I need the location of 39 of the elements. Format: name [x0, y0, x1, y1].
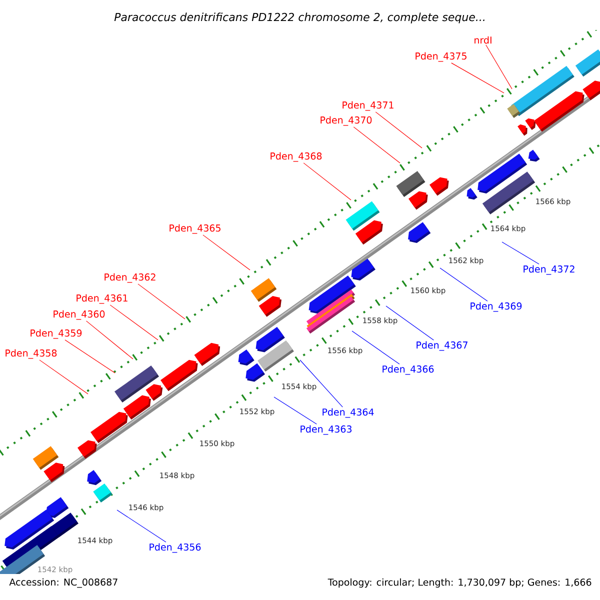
footer-text: Topology: circular; Length: 1,730,097 bp; Genes: 1,666: [328, 578, 592, 588]
gene-label: Pden_4368: [270, 152, 322, 162]
leader-line: [353, 126, 400, 164]
gene-label: Pden_4361: [76, 294, 128, 304]
leader-line: [486, 44, 512, 90]
leader-line: [86, 320, 134, 360]
gene-label: Pden_4358: [6, 349, 57, 359]
gene-label: Pden_4364: [322, 408, 374, 418]
gene-label: Pden_4363: [300, 425, 352, 435]
leader-line: [138, 284, 186, 320]
leader-line: [110, 304, 158, 340]
gene-label: Pden_4360: [54, 310, 105, 320]
leader-line: [202, 234, 250, 270]
leader-line: [300, 360, 343, 408]
gene-label: Pden_4370: [320, 116, 372, 126]
gene-label: Pden_4362: [104, 273, 156, 283]
title: Paracoccus denitrificans PD1222 chromosome 2, complete seque...: [114, 12, 484, 24]
leader-line: [116, 510, 166, 542]
leader-line: [386, 306, 434, 340]
gene-label: Pden_4356: [150, 543, 201, 553]
leader-line: [39, 360, 88, 394]
gene-label: Pden_4366: [382, 365, 434, 375]
leader-line: [274, 396, 317, 424]
gene-label: Pden_4375: [416, 52, 466, 62]
gene-label: Pden_4371: [342, 101, 394, 111]
gene-label: Pden_4359: [30, 329, 82, 339]
leader-line: [502, 242, 540, 264]
gene-label: Pden_4365: [170, 224, 220, 234]
leader-line: [375, 112, 422, 148]
footer-text: Accession: NC_008687: [9, 578, 118, 588]
leader-line: [64, 340, 116, 374]
gene-label: Pden_4372: [524, 265, 574, 275]
leader-line: [303, 162, 352, 200]
leader-line: [440, 268, 488, 302]
gene-label: nrdI: [474, 36, 492, 44]
gene-label: Pden_4367: [416, 341, 468, 351]
leader-line: [352, 330, 400, 364]
gene-label: Pden_4369: [470, 302, 522, 312]
leader-line: [451, 62, 504, 94]
